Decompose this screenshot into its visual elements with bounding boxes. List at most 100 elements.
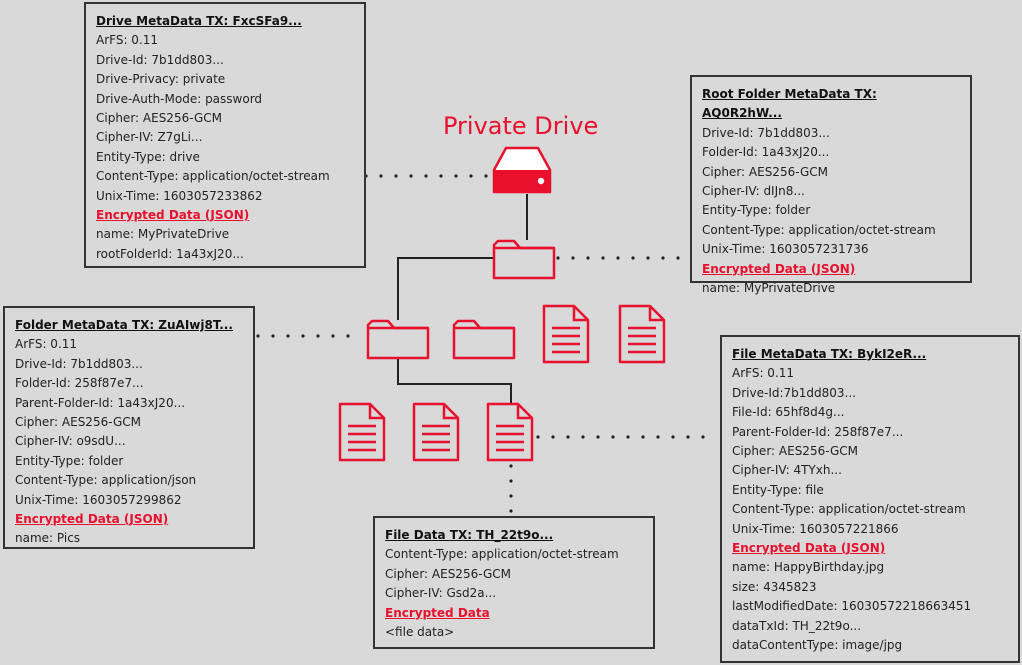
field: Entity-Type: drive [96,149,200,164]
file-icon [542,304,590,364]
file-dotted-connector [581,435,585,439]
field: Cipher: AES256-GCM [15,415,142,430]
field: Drive-Id:7b1dd803... [732,385,856,400]
drive-icon [492,146,552,194]
encrypted-data-label: Encrypted Data (JSON) [702,261,856,276]
root-folder-dotted-connector [586,256,590,260]
field: Folder-Id: 1a43xJ20... [702,145,830,160]
field: Drive-Auth-Mode: password [96,91,263,106]
file-dotted-connector [671,435,675,439]
field: ArFS: 0.11 [732,366,795,381]
file-icon [338,402,386,462]
root-folder-metadata-title: Root Folder MetaData TX: AQ0R2hW... [702,87,877,121]
encrypted-field: size: 4345823 [732,579,817,594]
folder-dotted-connector [301,334,305,338]
root-folder-dotted-connector [571,256,575,260]
file-dotted-connector [596,435,600,439]
root-folder-dotted-connector [676,256,680,260]
pics-folder-icon [366,319,430,360]
drive-dotted-connector [424,174,428,178]
file-icon [618,304,666,364]
encrypted-field: dataTxId: TH_22t9o... [732,618,862,633]
file-dotted-connector [656,435,660,439]
encrypted-field: name: MyPrivateDrive [702,281,836,296]
field: Drive-Id: 7b1dd803... [15,356,143,371]
file-dotted-connector [536,435,540,439]
drive-metadata-tx-box: Drive MetaData TX: FxcSFa9... ArFS: 0.11… [84,2,366,268]
file-dotted-connector [551,435,555,439]
field: Unix-Time: 1603057231736 [702,242,869,257]
encrypted-field: <file data> [385,625,455,640]
encrypted-field: lastModifiedDate: 16030572218663451 [732,599,972,614]
encrypted-data-label: Encrypted Data [385,605,490,620]
encrypted-field: name: MyPrivateDrive [96,227,230,242]
field: Content-Type: application/octet-stream [732,502,966,517]
root-folder-dotted-connector [661,256,665,260]
file-dotted-connector [566,435,570,439]
folder-metadata-title: Folder MetaData TX: ZuAIwj8T... [15,318,233,332]
encrypted-field: name: Pics [15,531,81,546]
encrypted-data-label: Encrypted Data (JSON) [15,512,169,527]
page-title: Private Drive [443,112,599,140]
field: Content-Type: application/json [15,473,197,488]
root-folder-dotted-connector [631,256,635,260]
file-icon [412,402,460,462]
file-dotted-connector [626,435,630,439]
folder-dotted-connector [271,334,275,338]
folder-dotted-connector [346,334,350,338]
drive-metadata-title: Drive MetaData TX: FxcSFa9... [96,14,302,28]
field: ArFS: 0.11 [15,337,78,352]
file-data-dotted-connector [509,479,513,483]
file-dotted-connector [701,435,705,439]
file-data-title: File Data TX: TH_22t9o... [385,528,554,542]
file-dotted-connector [611,435,615,439]
field: Cipher: AES256-GCM [732,444,859,459]
encrypted-field: name: HappyBirthday.jpg [732,560,885,575]
root-folder-dotted-connector [646,256,650,260]
drive-dotted-connector [394,174,398,178]
file-metadata-title: File MetaData TX: BykI2eR... [732,347,927,361]
root-folder-dotted-connector [616,256,620,260]
tree-connectors [397,194,528,404]
field: Content-Type: application/octet-stream [96,169,330,184]
field: Cipher-IV: dIJn8... [702,184,805,199]
encrypted-field: rootFolderId: 1a43xJ20... [96,246,244,261]
drive-dotted-connector [484,174,488,178]
encrypted-data-label: Encrypted Data (JSON) [96,208,250,223]
file-data-dotted-connector [509,509,513,513]
file-data-dotted-connector [509,464,513,468]
happybirthday-file-icon [486,402,534,462]
field: Cipher: AES256-GCM [385,566,512,581]
folder-dotted-connector [331,334,335,338]
root-folder-icon [492,239,556,280]
encrypted-field: dataContentType: image/jpg [732,638,903,653]
file-dotted-connector [641,435,645,439]
field: Drive-Id: 7b1dd803... [96,52,224,67]
field: Drive-Id: 7b1dd803... [702,125,830,140]
root-folder-dotted-connector [556,256,560,260]
drive-dotted-connector [469,174,473,178]
field: Parent-Folder-Id: 258f87e7... [732,424,904,439]
field: Parent-Folder-Id: 1a43xJ20... [15,395,186,410]
field: Entity-Type: folder [15,453,124,468]
file-data-dotted-connector [509,494,513,498]
folder-dotted-connector [316,334,320,338]
field: Entity-Type: folder [702,203,811,218]
field: Drive-Privacy: private [96,72,226,87]
file-metadata-tx-box: File MetaData TX: BykI2eR... ArFS: 0.11 … [720,335,1020,663]
folder-icon [452,319,516,360]
field: ArFS: 0.11 [96,33,159,48]
file-dotted-connector [686,435,690,439]
file-data-tx-box: File Data TX: TH_22t9o... Content-Type: … [373,516,655,649]
field: Cipher: AES256-GCM [702,164,829,179]
field: File-Id: 65hf8d4g... [732,405,845,420]
drive-dotted-connector [379,174,383,178]
drive-dotted-connector [454,174,458,178]
field: Cipher-IV: 4TYxh... [732,463,842,478]
encrypted-data-label: Encrypted Data (JSON) [732,541,886,556]
dotted-connectors [256,174,705,513]
folder-dotted-connector [256,334,260,338]
drive-dotted-connector [409,174,413,178]
field: Content-Type: application/octet-stream [385,547,619,562]
